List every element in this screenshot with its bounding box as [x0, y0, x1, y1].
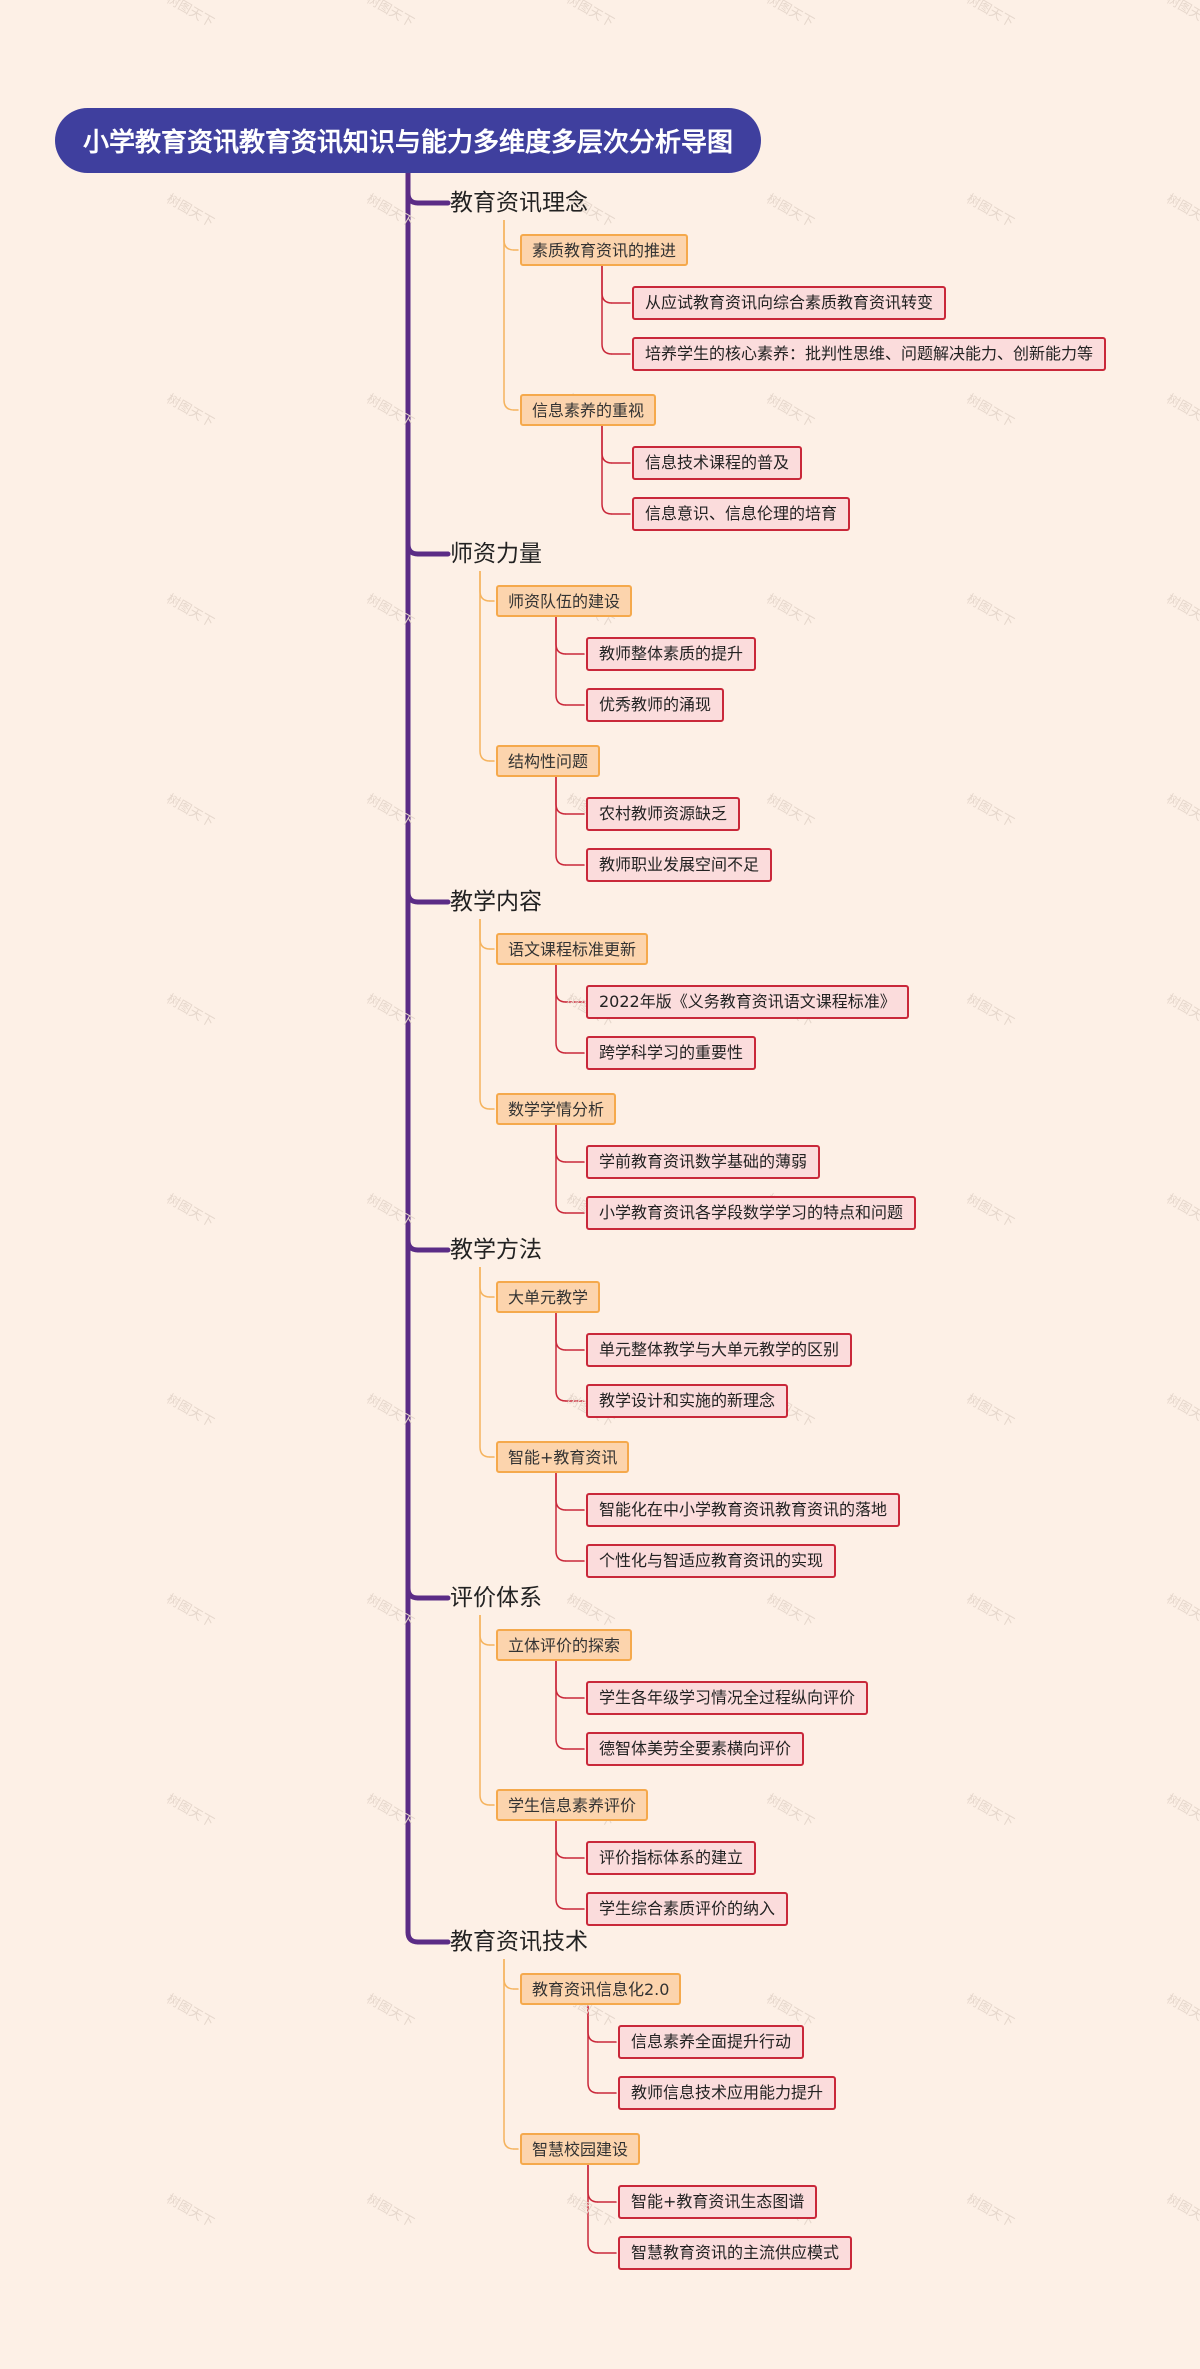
leaf-topic[interactable]: 评价指标体系的建立 [586, 1841, 757, 1875]
leaf-connector [587, 2005, 599, 2043]
leaf-topic[interactable]: 单元整体教学与大单元教学的区别 [586, 1333, 853, 1367]
subtopic[interactable]: 数学学情分析 [496, 1093, 617, 1125]
leaf-topic[interactable]: 学前教育资讯数学基础的薄弱 [586, 1145, 821, 1179]
leaf-connector [555, 617, 567, 706]
subtopic[interactable]: 语文课程标准更新 [496, 933, 649, 965]
leaf-topic[interactable]: 个性化与智适应教育资讯的实现 [586, 1544, 837, 1578]
subtopic[interactable]: 师资队伍的建设 [496, 585, 633, 617]
leaf-topic[interactable]: 跨学科学习的重要性 [586, 1036, 757, 1070]
leaf-connector [601, 266, 613, 355]
leaf-connector [555, 1473, 567, 1511]
subtopic[interactable]: 智能+教育资讯 [496, 1441, 630, 1473]
leaf-topic[interactable]: 教学设计和实施的新理念 [586, 1384, 789, 1418]
leaf-connector [587, 2165, 599, 2254]
branch-connector [479, 1615, 491, 1806]
leaf-connector [555, 777, 567, 866]
leaf-topic[interactable]: 教师信息技术应用能力提升 [618, 2076, 837, 2110]
subtopic[interactable]: 信息素养的重视 [520, 394, 657, 426]
branch-connector [479, 919, 491, 1110]
leaf-connector [555, 1473, 567, 1562]
branch-connector [503, 220, 515, 251]
leaf-topic[interactable]: 培养学生的核心素养：批判性思维、问题解决能力、创新能力等 [632, 337, 1107, 371]
root-topic[interactable]: 小学教育资讯教育资讯知识与能力多维度多层次分析导图 [55, 108, 761, 173]
leaf-topic[interactable]: 学生综合素质评价的纳入 [586, 1892, 789, 1926]
topic-1[interactable]: 教育资讯理念 [450, 190, 588, 216]
leaf-connector [555, 1661, 567, 1750]
topic-4[interactable]: 教学方法 [450, 1237, 542, 1263]
leaf-topic[interactable]: 信息素养全面提升行动 [618, 2025, 805, 2059]
leaf-topic[interactable]: 智能+教育资讯生态图谱 [618, 2185, 818, 2219]
leaf-connector [555, 1661, 567, 1699]
leaf-connector [555, 1125, 567, 1214]
leaf-topic[interactable]: 农村教师资源缺乏 [586, 797, 741, 831]
leaf-connector [555, 1313, 567, 1351]
branch-connector [503, 220, 515, 411]
subtopic[interactable]: 智慧校园建设 [520, 2133, 641, 2165]
branch-connector [479, 1267, 491, 1458]
subtopic[interactable]: 素质教育资讯的推进 [520, 234, 689, 266]
leaf-connector [555, 1821, 567, 1859]
branch-connector [479, 1615, 491, 1646]
leaf-topic[interactable]: 智慧教育资讯的主流供应模式 [618, 2236, 853, 2270]
subtopic[interactable]: 立体评价的探索 [496, 1629, 633, 1661]
subtopic[interactable]: 学生信息素养评价 [496, 1789, 649, 1821]
subtopic[interactable]: 教育资讯信息化2.0 [520, 1973, 682, 2005]
leaf-connector [555, 1125, 567, 1163]
leaf-connector [601, 426, 613, 515]
leaf-topic[interactable]: 从应试教育资讯向综合素质教育资讯转变 [632, 286, 947, 320]
branch-connector [479, 1267, 491, 1298]
leaf-topic[interactable]: 教师职业发展空间不足 [586, 848, 773, 882]
leaf-connector [601, 426, 613, 464]
leaf-topic[interactable]: 信息意识、信息伦理的培育 [632, 497, 851, 531]
leaf-topic[interactable]: 信息技术课程的普及 [632, 446, 803, 480]
leaf-connector [555, 965, 567, 1054]
topic-3[interactable]: 教学内容 [450, 889, 542, 915]
leaf-connector [601, 266, 613, 304]
leaf-topic[interactable]: 优秀教师的涌现 [586, 688, 725, 722]
leaf-connector [555, 1313, 567, 1402]
topic-2[interactable]: 师资力量 [450, 541, 542, 567]
subtopic[interactable]: 大单元教学 [496, 1281, 601, 1313]
leaf-topic[interactable]: 智能化在中小学教育资讯教育资讯的落地 [586, 1493, 901, 1527]
subtopic[interactable]: 结构性问题 [496, 745, 601, 777]
topic-6[interactable]: 教育资讯技术 [450, 1929, 588, 1955]
leaf-topic[interactable]: 教师整体素质的提升 [586, 637, 757, 671]
leaf-topic[interactable]: 小学教育资讯各学段数学学习的特点和问题 [586, 1196, 917, 1230]
leaf-connector [555, 617, 567, 655]
leaf-connector [587, 2165, 599, 2203]
leaf-topic[interactable]: 2022年版《义务教育资讯语文课程标准》 [586, 985, 909, 1019]
leaf-topic[interactable]: 学生各年级学习情况全过程纵向评价 [586, 1681, 869, 1715]
leaf-connector [555, 965, 567, 1003]
leaf-connector [587, 2005, 599, 2094]
branch-connector [479, 919, 491, 950]
leaf-connector [555, 777, 567, 815]
branch-connector [479, 571, 491, 762]
topic-5[interactable]: 评价体系 [450, 1585, 542, 1611]
branch-connector [479, 571, 491, 602]
branch-connector [503, 1959, 515, 1990]
leaf-topic[interactable]: 德智体美劳全要素横向评价 [586, 1732, 805, 1766]
branch-connector [503, 1959, 515, 2150]
leaf-connector [555, 1821, 567, 1910]
